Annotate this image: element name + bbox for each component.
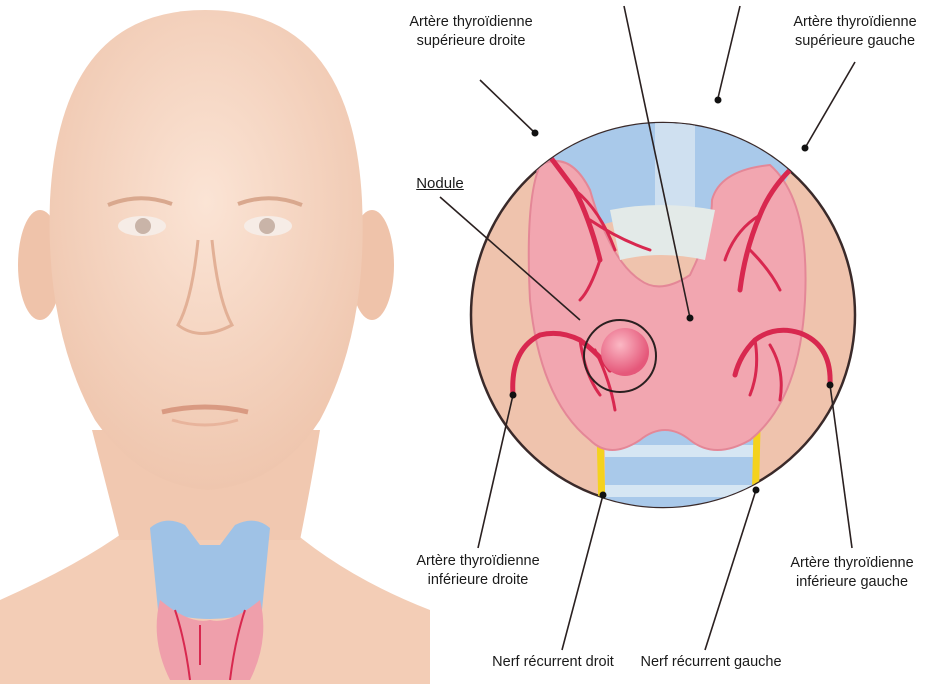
inf-left-dot [827, 382, 834, 389]
label-nerf-droit: Nerf récurrent droit [478, 653, 628, 672]
label-line: Artère thyroïdienne [403, 552, 553, 571]
inf-right-dot [510, 392, 517, 399]
label-line: inférieure gauche [777, 573, 927, 592]
cartilage-dot [715, 97, 722, 104]
label-line: supérieure gauche [780, 32, 930, 51]
label-line: Artère thyroïdienne [780, 13, 930, 32]
label-line: Artère thyroïdienne [396, 13, 546, 32]
label-sup-droite: Artère thyroïdienne supérieure droite [396, 13, 546, 51]
sup-right-dot [532, 130, 539, 137]
label-line: Artère thyroïdienne [777, 554, 927, 573]
label-inf-gauche: Artère thyroïdienne inférieure gauche [777, 554, 927, 592]
label-inf-droite: Artère thyroïdienne inférieure droite [403, 552, 553, 590]
label-nerf-gauche: Nerf récurrent gauche [626, 653, 796, 672]
label-sup-gauche: Artère thyroïdienne supérieure gauche [780, 13, 930, 51]
sup-left-dot [802, 145, 809, 152]
nerve-right-dot [600, 492, 607, 499]
label-nodule: Nodule [400, 174, 480, 193]
label-line: supérieure droite [396, 32, 546, 51]
label-line: inférieure droite [403, 571, 553, 590]
isthmus-dot [687, 315, 694, 322]
nerve-left-dot [753, 487, 760, 494]
zoom-circle [471, 110, 855, 550]
head-figure [0, 10, 430, 684]
